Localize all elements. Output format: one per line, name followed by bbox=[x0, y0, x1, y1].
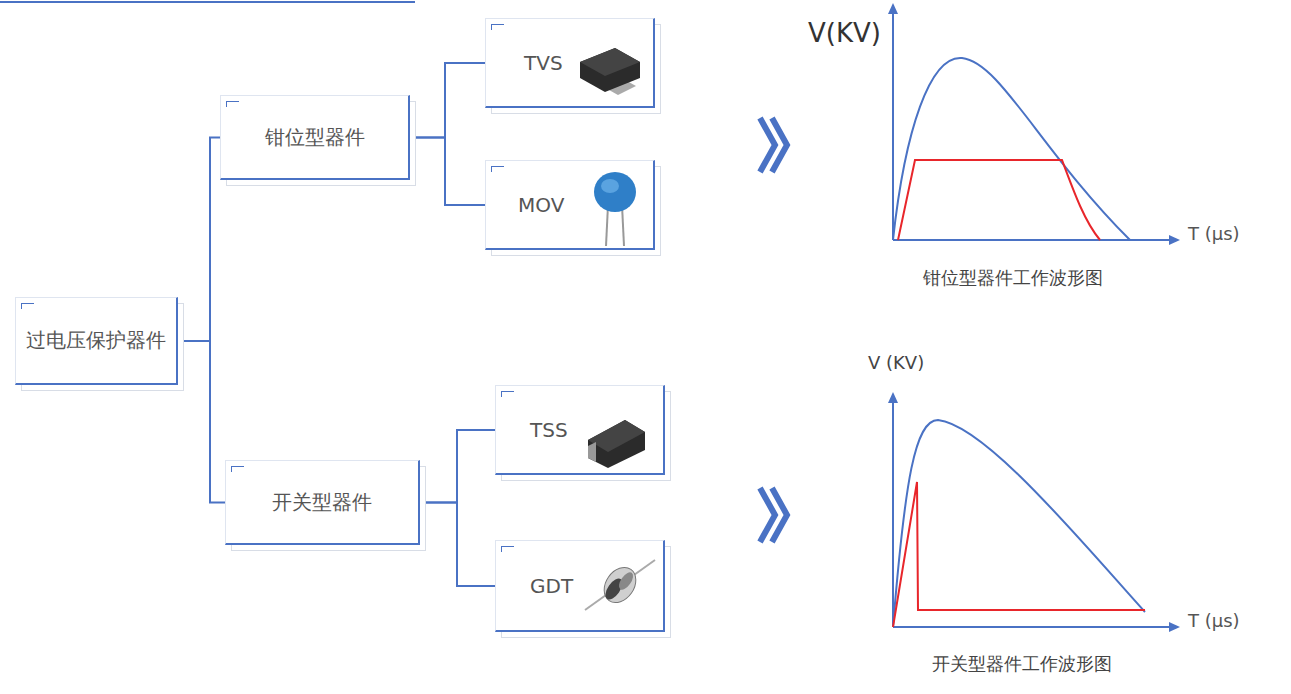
box-label: MOV bbox=[518, 193, 564, 217]
chart-caption: 开关型器件工作波形图 bbox=[932, 652, 1112, 676]
bracket-connector bbox=[178, 341, 225, 503]
switch-waveform-chart bbox=[888, 392, 1180, 632]
root-box: 过电压保护器件 bbox=[15, 297, 178, 385]
bracket-connector bbox=[178, 138, 220, 342]
chevron-arrow bbox=[760, 118, 787, 542]
device-box: TVS bbox=[485, 18, 655, 108]
axis-label: V(KV) bbox=[808, 18, 881, 48]
box-label: 开关型器件 bbox=[272, 489, 372, 516]
axis-label: T (μs) bbox=[1188, 610, 1240, 631]
device-box: MOV bbox=[485, 160, 655, 250]
bracket-connector bbox=[420, 503, 495, 587]
axis-label: T (μs) bbox=[1188, 223, 1240, 244]
category-box: 开关型器件 bbox=[225, 460, 420, 545]
device-box: GDT bbox=[495, 540, 665, 632]
top-rule bbox=[0, 1, 415, 3]
box-label: GDT bbox=[530, 574, 573, 598]
category-box: 钳位型器件 bbox=[220, 95, 410, 180]
box-label: 过电压保护器件 bbox=[26, 327, 166, 354]
box-label: TSS bbox=[530, 418, 568, 442]
box-label: TVS bbox=[524, 51, 563, 75]
clamp-waveform-chart bbox=[888, 3, 1180, 245]
axis-label: V (KV) bbox=[868, 352, 924, 373]
bracket-connector bbox=[420, 430, 495, 503]
device-box: TSS bbox=[495, 385, 665, 475]
bracket-connector bbox=[410, 138, 485, 206]
chart-caption: 钳位型器件工作波形图 bbox=[923, 266, 1103, 290]
bracket-connector bbox=[410, 63, 485, 138]
box-label: 钳位型器件 bbox=[265, 124, 365, 151]
